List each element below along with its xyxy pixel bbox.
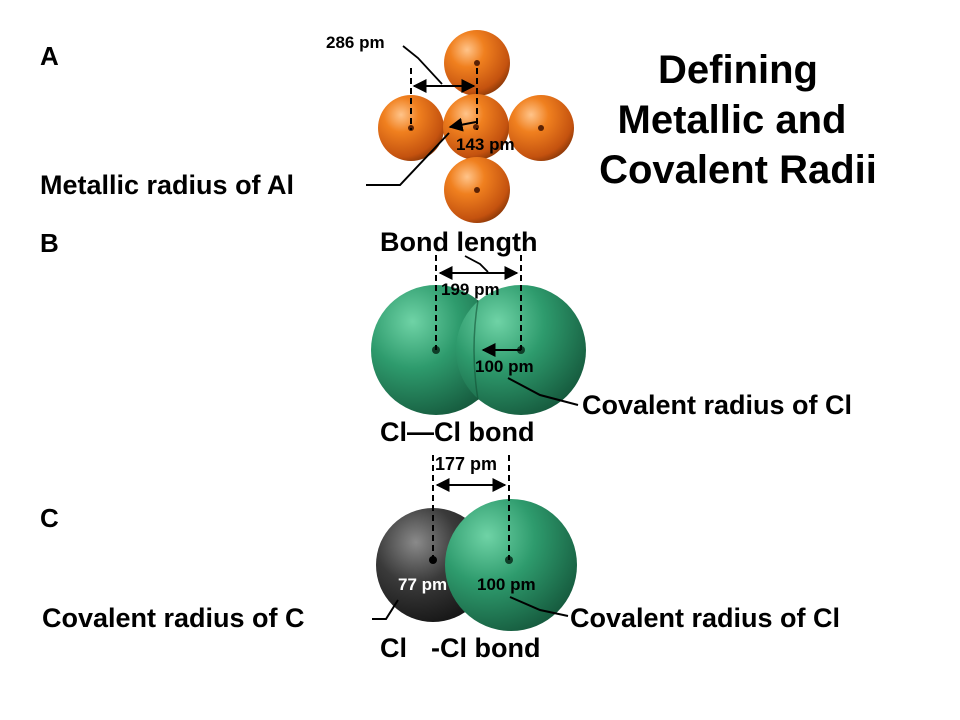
atom-contact-seam xyxy=(473,299,479,401)
distance-label-286: 286 pm xyxy=(326,33,385,52)
title-line-1: Defining xyxy=(658,48,818,92)
bond-label-right: -Cl bond xyxy=(431,633,540,663)
leader-line xyxy=(366,132,450,186)
panel-a: A 286 pm 143 pm Metallic radius of Al xyxy=(40,30,574,223)
bond-length-label: Bond length xyxy=(380,227,537,257)
radius-label-100: 100 pm xyxy=(475,357,534,376)
caption-metallic-radius: Metallic radius of Al xyxy=(40,170,294,200)
distance-label-199: 199 pm xyxy=(441,280,500,299)
leader-line xyxy=(402,45,443,85)
radius-label-100-c: 100 pm xyxy=(477,575,536,594)
leader-line xyxy=(372,599,399,620)
al-nucleus xyxy=(538,125,544,131)
panel-b-letter: B xyxy=(40,228,59,258)
al-nucleus xyxy=(474,187,480,193)
leader-line xyxy=(464,255,489,273)
panel-b: B Bond length 199 pm 100 pm Covalent rad… xyxy=(40,227,852,447)
panel-c-letter: C xyxy=(40,503,59,533)
bond-label-left: Cl xyxy=(380,633,407,663)
title-line-3: Covalent Radii xyxy=(599,148,877,192)
caption-covalent-radius-cl: Covalent radius of Cl xyxy=(582,390,852,420)
distance-label-177: 177 pm xyxy=(435,454,497,474)
radius-arrow xyxy=(448,117,477,132)
title-line-2: Metallic and xyxy=(618,98,847,142)
radius-label-143: 143 pm xyxy=(456,135,515,154)
bond-label-cl-cl: Cl—Cl bond xyxy=(380,417,534,447)
panel-a-letter: A xyxy=(40,41,59,71)
leader-line xyxy=(509,596,569,617)
panel-c: C 177 pm 77 pm 100 pm Covalent radius of… xyxy=(40,454,840,663)
leader-line xyxy=(507,377,579,406)
cl-atom xyxy=(445,499,577,631)
radius-label-77: 77 pm xyxy=(398,575,447,594)
caption-covalent-radius-cl-c: Covalent radius of Cl xyxy=(570,603,840,633)
caption-covalent-radius-c: Covalent radius of C xyxy=(42,603,305,633)
title-block: Defining Metallic and Covalent Radii xyxy=(599,48,877,192)
al-nucleus xyxy=(474,60,480,66)
